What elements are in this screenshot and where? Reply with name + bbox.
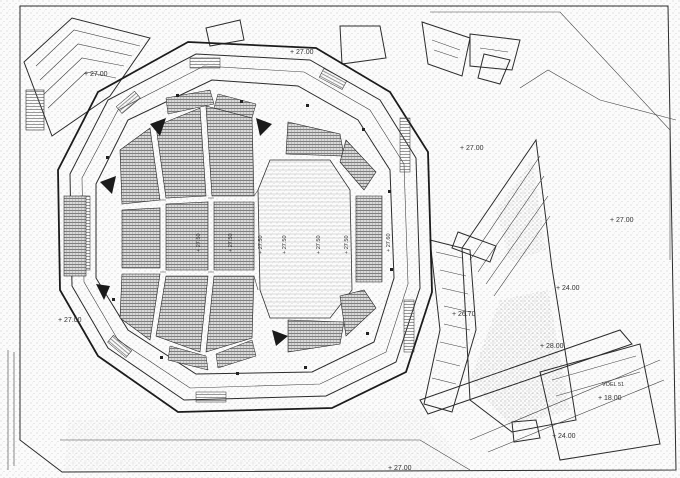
level-label-terrace: + 26.70	[452, 311, 476, 318]
hall-level-6: + 27.50	[344, 235, 350, 254]
hall-level-4: + 27.50	[282, 235, 288, 254]
north-east-structures	[205, 19, 521, 85]
hall-level-7: + 27.60	[386, 233, 392, 252]
level-label-right-upper: + 27.00	[460, 145, 484, 152]
stage-platform	[257, 159, 353, 319]
hall-level-3: + 27.50	[258, 235, 264, 254]
level-label-corner: + 24.00	[552, 433, 576, 440]
level-label-top-center: + 27.00	[290, 49, 314, 56]
level-label-station: + 18.00	[598, 395, 622, 402]
south-east-strips	[419, 329, 665, 461]
hall-level-annotations: + 27.50 + 27.50 + 27.50 + 27.50 + 27.50 …	[196, 233, 392, 254]
level-label-left: + 27.00	[58, 317, 82, 324]
hall-level-2: + 27.50	[228, 233, 234, 252]
hall-level-5: + 27.50	[316, 235, 322, 254]
concert-hall	[57, 41, 433, 413]
level-label-bottom: + 27.00	[388, 465, 412, 472]
level-label-far-right: + 27.00	[610, 217, 634, 224]
hall-level-1: + 27.50	[196, 233, 202, 252]
south-plaza	[64, 410, 470, 470]
stalls-seating	[119, 89, 383, 371]
level-label-ramp-upper: + 24.00	[556, 285, 580, 292]
level-annotations: + 27.00 + 27.00 + 27.00 + 27.00 + 27.00 …	[58, 49, 634, 472]
level-label-ramp-lower: + 28.00	[540, 343, 564, 350]
level-label-top-left: + 27.00	[84, 71, 108, 78]
station-label: VOEL 51	[602, 382, 624, 388]
north-west-terraces	[23, 17, 151, 137]
